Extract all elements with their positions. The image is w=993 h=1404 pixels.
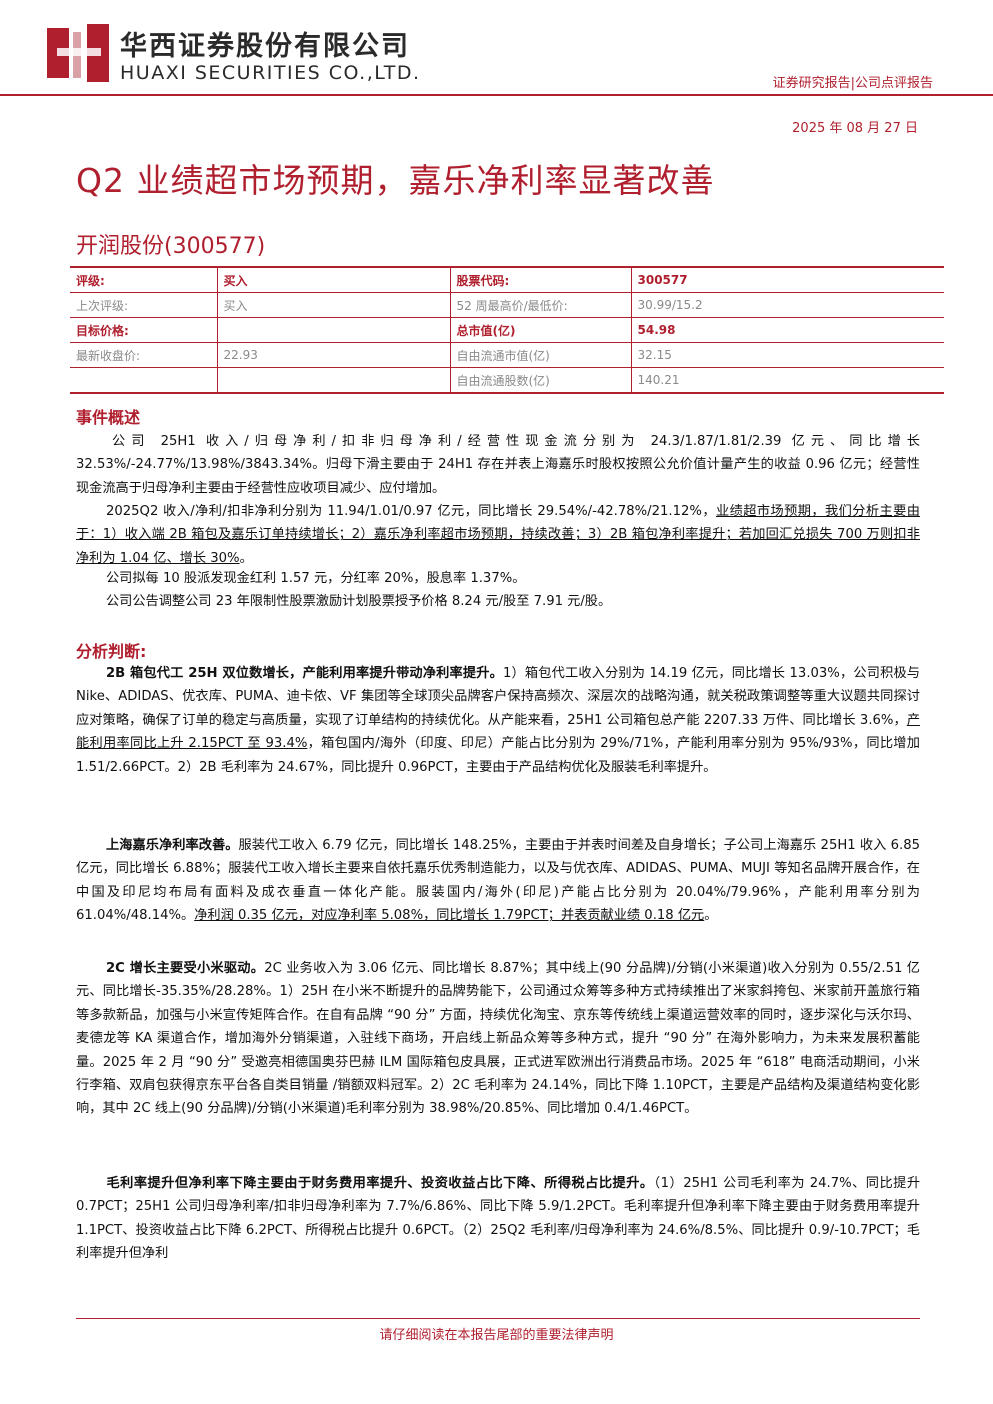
float-shares-value: 140.21 [630, 367, 944, 394]
event-paragraph-3: 公司拟每 10 股派发现金红利 1.57 元，分红率 20%，股息率 1.37%… [106, 571, 526, 586]
mktcap-label: 总市值(亿) [449, 317, 631, 343]
legal-notice: 请仔细阅读在本报告尾部的重要法律声明 [379, 1328, 614, 1343]
company-logo [47, 22, 109, 84]
company-name-en: HUAXI SECURITIES CO.,LTD. [120, 62, 421, 84]
section-title-event: 事件概述 [76, 408, 141, 427]
report-date: 2025 年 08 月 27 日 [792, 121, 918, 136]
float-cap-label: 自由流通市值(亿) [449, 342, 631, 368]
event-paragraph-4: 公司公告调整公司 23 年限制性股票激励计划股票授予价格 8.24 元/股至 7… [106, 594, 612, 609]
stock-name: 开润股份(300577) [76, 234, 266, 259]
event-paragraph-1: 公司 25H1 收入/归母净利/扣非归母净利/经营性现金流分别为 24.3/1.… [76, 434, 920, 496]
float-shares-label: 自由流通股数(亿) [449, 367, 631, 394]
table-row: 评级: 买入 股票代码: 300577 [70, 266, 944, 293]
table-row: 上次评级: 买入 52 周最高价/最低价: 30.99/15.2 [70, 292, 944, 318]
stock-info-table: 评级: 买入 股票代码: 300577 上次评级: 买入 52 周最高价/最低价… [70, 266, 944, 394]
close-label: 最新收盘价: [70, 342, 217, 368]
event-paragraph-2: 2025Q2 收入/净利/扣非净利分别为 11.94/1.01/0.97 亿元，… [76, 504, 920, 566]
event-highlight: 业绩超市场预期，我们分析主要由于：1）收入端 2B 箱包及嘉乐订单持续增长；2）… [76, 504, 920, 566]
analysis-paragraph-2c: 2C 增长主要受小米驱动。2C 业务收入为 3.06 亿元、同比增长 8.87%… [76, 961, 920, 1117]
code-value: 300577 [630, 266, 944, 293]
analysis-paragraph-jiale: 上海嘉乐净利率改善。服装代工收入 6.79 亿元，同比增长 148.25%，主要… [76, 838, 921, 924]
table-row: 最新收盘价: 22.93 自由流通市值(亿) 32.15 [70, 342, 944, 368]
header-divider [0, 94, 993, 96]
report-type: 证券研究报告|公司点评报告 [772, 76, 933, 91]
rating-label: 评级: [70, 266, 217, 293]
table-row: 目标价格: 总市值(亿) 54.98 [70, 317, 944, 343]
close-value: 22.93 [216, 342, 450, 368]
range-label: 52 周最高价/最低价: [449, 292, 631, 318]
footer-divider [76, 1318, 920, 1319]
section-title-analysis: 分析判断: [76, 642, 147, 661]
target-label: 目标价格: [70, 317, 217, 343]
analysis-paragraph-margin: 毛利率提升但净利率下降主要由于财务费用率提升、投资收益占比下降、所得税占比提升。… [76, 1176, 921, 1262]
rating-value: 买入 [216, 266, 450, 293]
report-title: Q2 业绩超市场预期，嘉乐净利率显著改善 [76, 161, 715, 200]
target-value [216, 317, 450, 343]
mktcap-value: 54.98 [630, 317, 944, 343]
analysis-paragraph-2b: 2B 箱包代工 25H 双位数增长，产能利用率提升带动净利率提升。1）箱包代工收… [76, 666, 920, 775]
range-value: 30.99/15.2 [630, 292, 944, 318]
prev-rating-value: 买入 [216, 292, 450, 318]
company-name-cn: 华西证券股份有限公司 [120, 31, 410, 62]
prev-rating-label: 上次评级: [70, 292, 217, 318]
code-label: 股票代码: [449, 266, 631, 293]
table-row: 自由流通股数(亿) 140.21 [70, 367, 944, 394]
float-cap-value: 32.15 [630, 342, 944, 368]
